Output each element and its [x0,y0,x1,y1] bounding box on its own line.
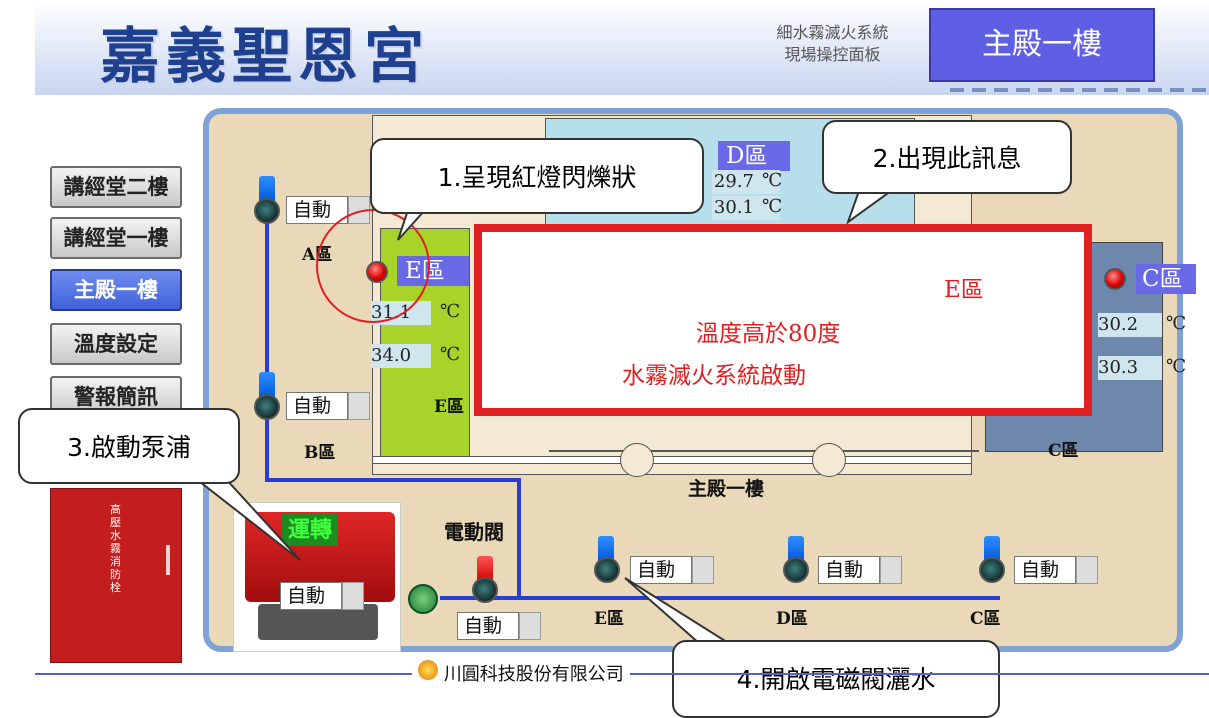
zone-e-temp1-unit: ℃ [440,301,461,322]
zone-e-temp2-unit: ℃ [440,344,461,365]
valve-c-actuator [984,536,1000,562]
electric-valve-label: 電動閥 [444,520,504,544]
valve-e-label: E區 [594,609,624,629]
pump-mode-tail [342,582,364,610]
app-title: 嘉義聖恩宮 [100,22,430,92]
valve-c-mode-tail [1076,556,1098,584]
company-name: 川圓科技股份有限公司 [412,660,630,686]
alarm-message-line1: 溫度高於80度 [696,321,841,347]
floor-plan-title: 主殿一樓 [688,478,765,500]
zone-c-room-label: C區 [1048,441,1079,461]
hydrant-label: 高壓水霧消防栓 [110,503,121,594]
pillar-2 [812,443,846,477]
zone-c-alarm-led-icon[interactable] [1104,268,1126,290]
hydrant-cabinet [50,488,182,663]
pillar-1 [620,443,654,477]
pump-frame [258,604,378,640]
zone-d-temp1-unit: ℃ [762,170,783,191]
valve-d-icon[interactable] [783,557,809,583]
company-name-text: 川圓科技股份有限公司 [443,664,624,685]
zone-c-tag: C區 [1136,264,1196,294]
electric-valve-icon[interactable] [472,577,498,603]
company-logo-icon [418,660,438,680]
zone-d-tag: D區 [718,141,790,171]
valve-e-mode-tail [692,556,714,584]
zone-b-label: B區 [304,443,336,463]
zone-d-temp1: 29.7 [712,170,780,194]
zone-e-tag: E區 [397,256,469,286]
hydrant-handle [166,545,170,575]
zone-d-temp2-unit: ℃ [762,196,783,217]
nav-main-hall-1f[interactable]: 主殿一樓 [50,269,182,311]
pump-status: 運轉 [282,514,338,546]
valve-e-actuator [598,536,614,562]
header-divider [950,88,1209,92]
valve-a-icon[interactable] [254,198,280,224]
valve-b-icon[interactable] [254,394,280,420]
callout-4-tail [624,577,734,645]
pipe-horizontal-top [265,478,520,482]
valve-d-mode[interactable]: 自動 [818,556,880,584]
highlight-circle-icon [316,209,430,323]
nav-lecture-hall-2f[interactable]: 講經堂二樓 [50,166,182,208]
subtitle-line2: 現場操控面板 [784,45,881,64]
valve-c-icon[interactable] [979,557,1005,583]
valve-c-label: C區 [970,609,1001,629]
pipe-vertical-left [265,210,269,480]
callout-solenoid-valve: 4.開啟電磁閥灑水 [672,640,1000,718]
valve-d-actuator [788,536,804,562]
valve-e-mode[interactable]: 自動 [630,556,692,584]
zone-c-temp1-unit: ℃ [1166,313,1187,334]
valve-a-mode[interactable]: 自動 [286,196,348,224]
wall-bottom [372,456,972,464]
alarm-dialog: E區 溫度高於80度 水霧滅火系統啟動 [474,224,1092,416]
pipe-horizontal-bottom [440,596,1000,600]
valve-b-actuator [259,372,275,398]
valve-b-mode[interactable]: 自動 [286,392,348,420]
valve-d-label: D區 [776,609,808,629]
electric-valve-mode-tail [519,612,541,640]
nav-temperature-settings[interactable]: 溫度設定 [50,323,182,365]
alarm-zone: E區 [944,277,984,303]
callout-pump: 3.啟動泵浦 [18,408,240,484]
valve-d-mode-tail [880,556,902,584]
zone-e-temp2: 34.0 [371,344,431,368]
nav-lecture-hall-1f[interactable]: 講經堂一樓 [50,217,182,259]
zone-c-temp2-unit: ℃ [1166,356,1187,377]
zone-c-temp2: 30.3 [1098,356,1162,380]
pipe-vertical-right [517,478,521,598]
valve-e-icon[interactable] [594,557,620,583]
callout-message: 2.出現此訊息 [822,120,1072,194]
current-floor-indicator: 主殿一樓 [929,8,1155,82]
beam-line [549,450,979,452]
callout-red-led: 1.呈現紅燈閃爍狀 [370,138,704,214]
subtitle-line1: 細水霧滅火系統 [776,23,889,42]
callout-3-tail [192,477,301,561]
valve-a-actuator [259,176,275,202]
subtitle: 細水霧滅火系統 現場操控面板 [755,22,910,66]
alarm-message-line2: 水霧滅火系統啟動 [622,363,806,389]
zone-e-alarm-led-icon[interactable] [366,261,388,283]
electric-valve-mode[interactable]: 自動 [457,612,519,640]
zone-d-temp2: 30.1 [712,196,780,220]
valve-b-mode-tail [348,392,370,420]
electric-valve-actuator [477,556,493,582]
zone-e-room-label: E區 [434,397,464,417]
pump-motor-icon [408,584,438,614]
zone-c-temp1: 30.2 [1098,313,1162,337]
pump-mode[interactable]: 自動 [280,582,342,610]
valve-c-mode[interactable]: 自動 [1014,556,1076,584]
